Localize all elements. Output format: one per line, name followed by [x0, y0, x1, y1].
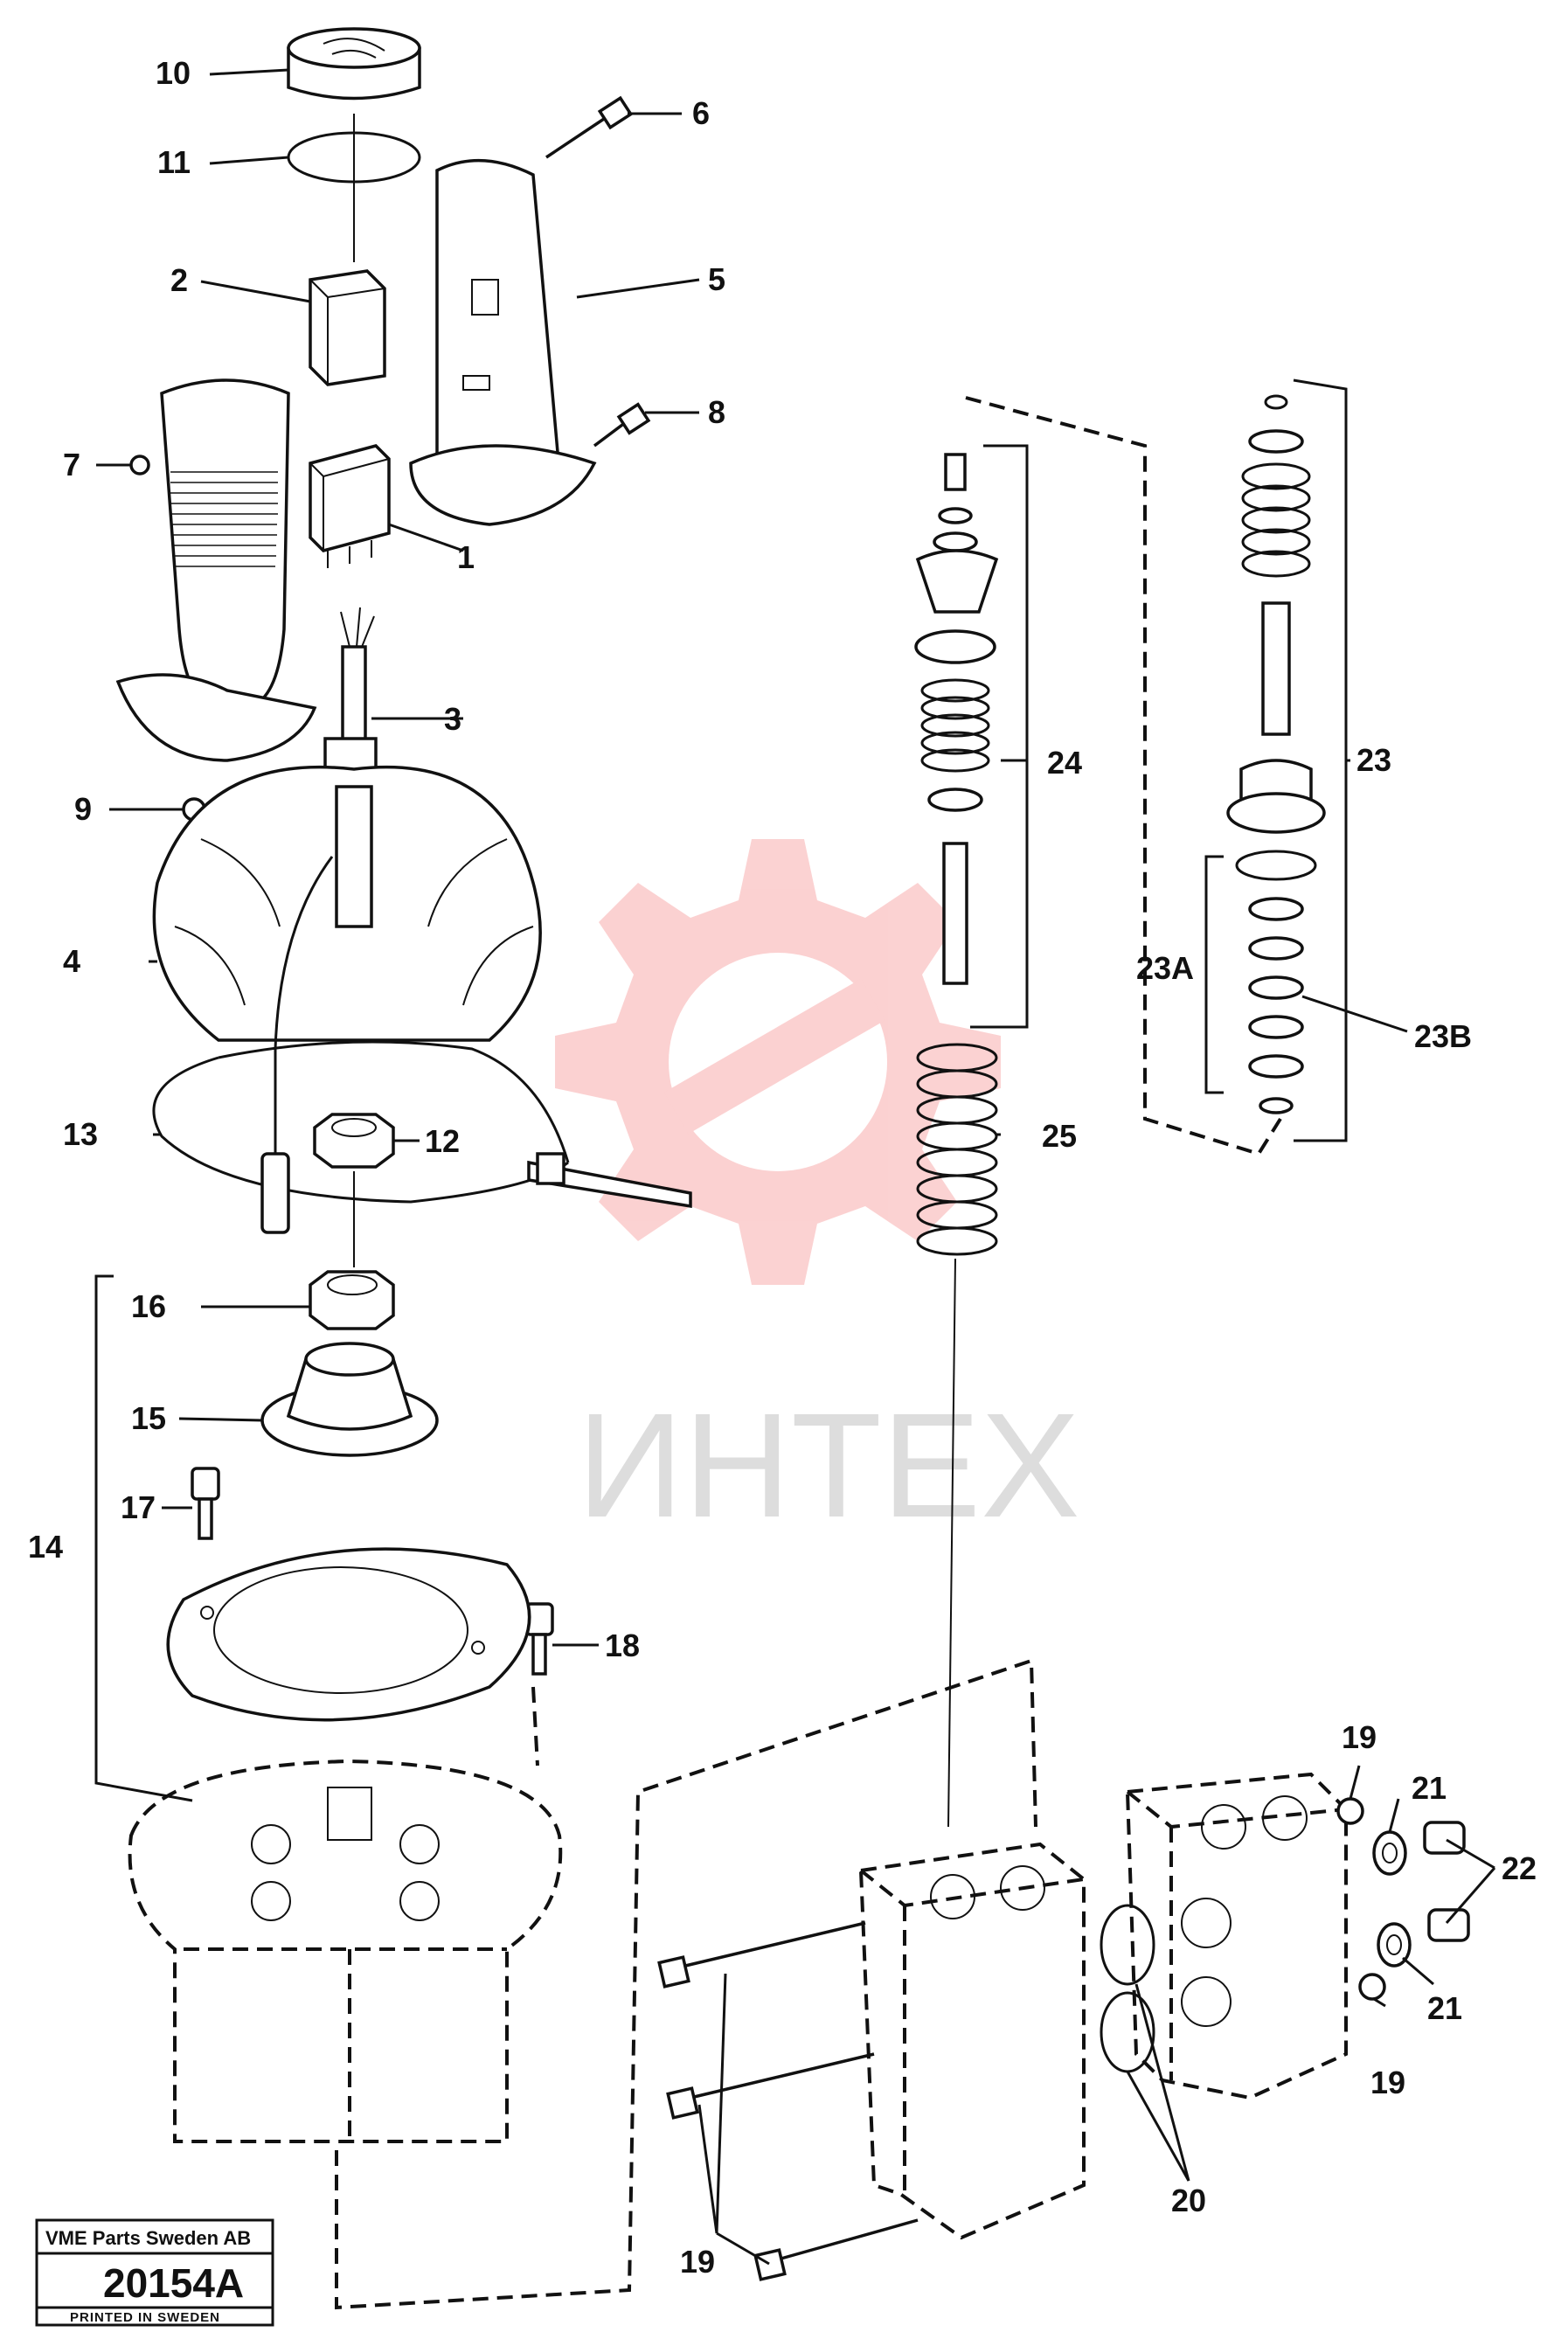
callout-19-lower: 19: [1370, 2065, 1405, 2100]
callout-23b: 23B: [1414, 1018, 1472, 1054]
callout-11: 11: [157, 144, 191, 180]
callout-17: 17: [121, 1489, 156, 1525]
bracket-23: [1293, 378, 1348, 1142]
part-nut-7: [129, 455, 150, 475]
part-bolts-19: [657, 1921, 919, 2281]
axis-line-valve: [947, 1258, 956, 1828]
callout-8: 8: [708, 394, 725, 430]
part-valve-24: [914, 453, 999, 985]
part-gasket: [166, 1547, 531, 1722]
callout-4: 4: [63, 943, 80, 979]
part-nut-19-upper: [1336, 1797, 1364, 1825]
part-washer-21-upper: [1372, 1830, 1407, 1876]
dashed-link-base: [335, 1658, 1037, 2310]
part-holder: [309, 269, 386, 386]
callout-19-upper: 19: [1342, 1719, 1377, 1755]
callout-18: 18: [605, 1628, 640, 1663]
callout-3: 3: [444, 701, 461, 737]
part-knob: [287, 27, 421, 101]
callout-24: 24: [1047, 745, 1082, 781]
callout-16: 16: [131, 1288, 166, 1324]
callout-23: 23: [1356, 742, 1391, 778]
part-valve-block-rear: [1125, 1772, 1348, 2100]
callout-5: 5: [708, 261, 725, 297]
callouts: 10 11 2 1 3 4 6 5 8 7 9 12 13 14 16 15 1…: [28, 55, 1537, 2280]
part-plug-22-upper: [1423, 1821, 1466, 1855]
callout-22: 22: [1502, 1850, 1537, 1886]
callout-13: 13: [63, 1116, 98, 1152]
badge-printed: PRINTED IN SWEDEN: [70, 2310, 220, 2325]
bracket-24: [970, 444, 1029, 1029]
callout-25: 25: [1042, 1118, 1077, 1154]
callout-21-upper: 21: [1412, 1770, 1447, 1806]
part-nut-19-lower: [1358, 1973, 1386, 2001]
part-screw-8: [593, 402, 651, 448]
callout-14: 14: [28, 1529, 63, 1565]
part-plug-22-lower: [1427, 1908, 1470, 1942]
part-micro-switch: [309, 444, 391, 568]
part-rubber-boot: [152, 765, 542, 1163]
callout-9: 9: [74, 791, 92, 827]
part-housing: [409, 158, 597, 526]
part-screw-17: [191, 1467, 220, 1540]
part-grip: [115, 378, 317, 762]
part-cable-end: [260, 1152, 290, 1234]
callout-20: 20: [1171, 2183, 1206, 2218]
part-screw-18: [524, 1602, 554, 1676]
badge-number: 20154A: [103, 2260, 244, 2306]
part-spring-25: [916, 1043, 998, 1256]
group-14-bracket: [94, 1274, 193, 1802]
part-screw-6: [545, 95, 634, 159]
part-orings-20: [1100, 1904, 1155, 2073]
watermark-gear-icon: [555, 839, 1001, 1285]
part-number-badge: VME Parts Sweden AB 20154A PRINTED IN SW…: [35, 2218, 274, 2327]
callout-1: 1: [457, 539, 475, 575]
part-valve-block-front: [858, 1842, 1086, 2240]
part-base-valve-block: [128, 1759, 563, 2143]
badge-company: VME Parts Sweden AB: [45, 2227, 251, 2249]
watermark: ИНТЕХ: [555, 839, 1080, 1549]
part-nut-12: [313, 1113, 395, 1169]
part-valve-23: [1226, 394, 1326, 1114]
callout-19-bolts: 19: [680, 2244, 715, 2280]
callout-7: 7: [63, 447, 80, 482]
callout-23a: 23A: [1136, 950, 1194, 986]
callout-21-lower: 21: [1427, 1990, 1462, 2026]
part-boss-plate: [260, 1342, 439, 1457]
leader-lines: [96, 68, 1496, 2266]
callout-2: 2: [170, 262, 188, 298]
callout-15: 15: [131, 1400, 166, 1436]
callout-6: 6: [692, 95, 710, 131]
bracket-23a: [1204, 855, 1224, 1094]
dashed-link-23: [965, 396, 1282, 1156]
callout-10: 10: [156, 55, 191, 91]
part-cable: [323, 607, 378, 774]
dashed-link-screw: [531, 1686, 539, 1766]
part-washer-21-lower: [1377, 1922, 1412, 1968]
watermark-text: ИНТЕХ: [577, 1383, 1080, 1549]
callout-12: 12: [425, 1123, 460, 1159]
part-nut-16: [309, 1270, 395, 1330]
